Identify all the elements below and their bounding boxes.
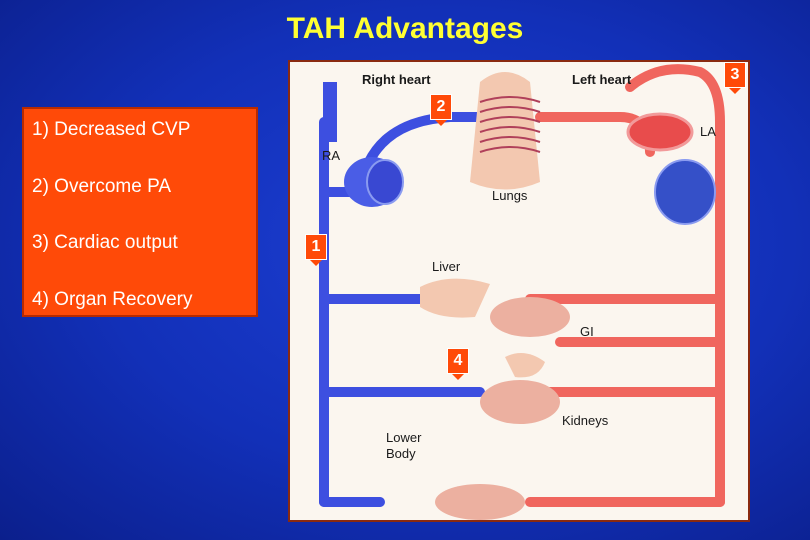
circulation-illustration — [319, 64, 725, 520]
slide-title: TAH Advantages — [286, 12, 524, 45]
label-kidneys: Kidneys — [562, 413, 609, 428]
right-heart-pump — [366, 159, 404, 205]
label-gi: GI — [580, 324, 594, 339]
liver-organ — [420, 278, 490, 318]
badge-2: 2 — [430, 94, 452, 126]
left-atrium — [626, 112, 694, 152]
advantage-item-3: 3) Cardiac output — [32, 232, 178, 253]
lung-capillaries — [479, 96, 541, 153]
badge-4: 4 — [447, 348, 469, 380]
label-right-heart: Right heart — [362, 72, 431, 87]
kidney-organ — [505, 353, 545, 378]
lower-body-capillary-bed — [435, 484, 525, 520]
gi-capillary-bed — [490, 297, 570, 337]
label-lower-body-line2: Body — [386, 446, 416, 461]
label-la: LA — [700, 124, 716, 139]
label-left-heart: Left heart — [572, 72, 632, 87]
label-lower-body-line1: Lower — [386, 430, 422, 445]
badge-3: 3 — [724, 62, 746, 94]
advantage-item-4: 4) Organ Recovery — [32, 289, 193, 310]
advantages-box: 1) Decreased CVP 2) Overcome PA 3) Cardi… — [22, 107, 258, 317]
circulation-diagram: Right heart Left heart RA LA Lungs Liver… — [288, 60, 750, 522]
advantage-item-1: 1) Decreased CVP — [32, 119, 191, 140]
left-heart-pump — [654, 159, 716, 225]
label-lungs: Lungs — [492, 188, 528, 203]
badge-1: 1 — [305, 234, 327, 266]
label-ra: RA — [322, 148, 341, 163]
advantage-item-2: 2) Overcome PA — [32, 176, 172, 197]
lungs-organ — [470, 72, 540, 190]
label-liver: Liver — [432, 259, 461, 274]
kidney-capillary-bed — [480, 380, 560, 424]
